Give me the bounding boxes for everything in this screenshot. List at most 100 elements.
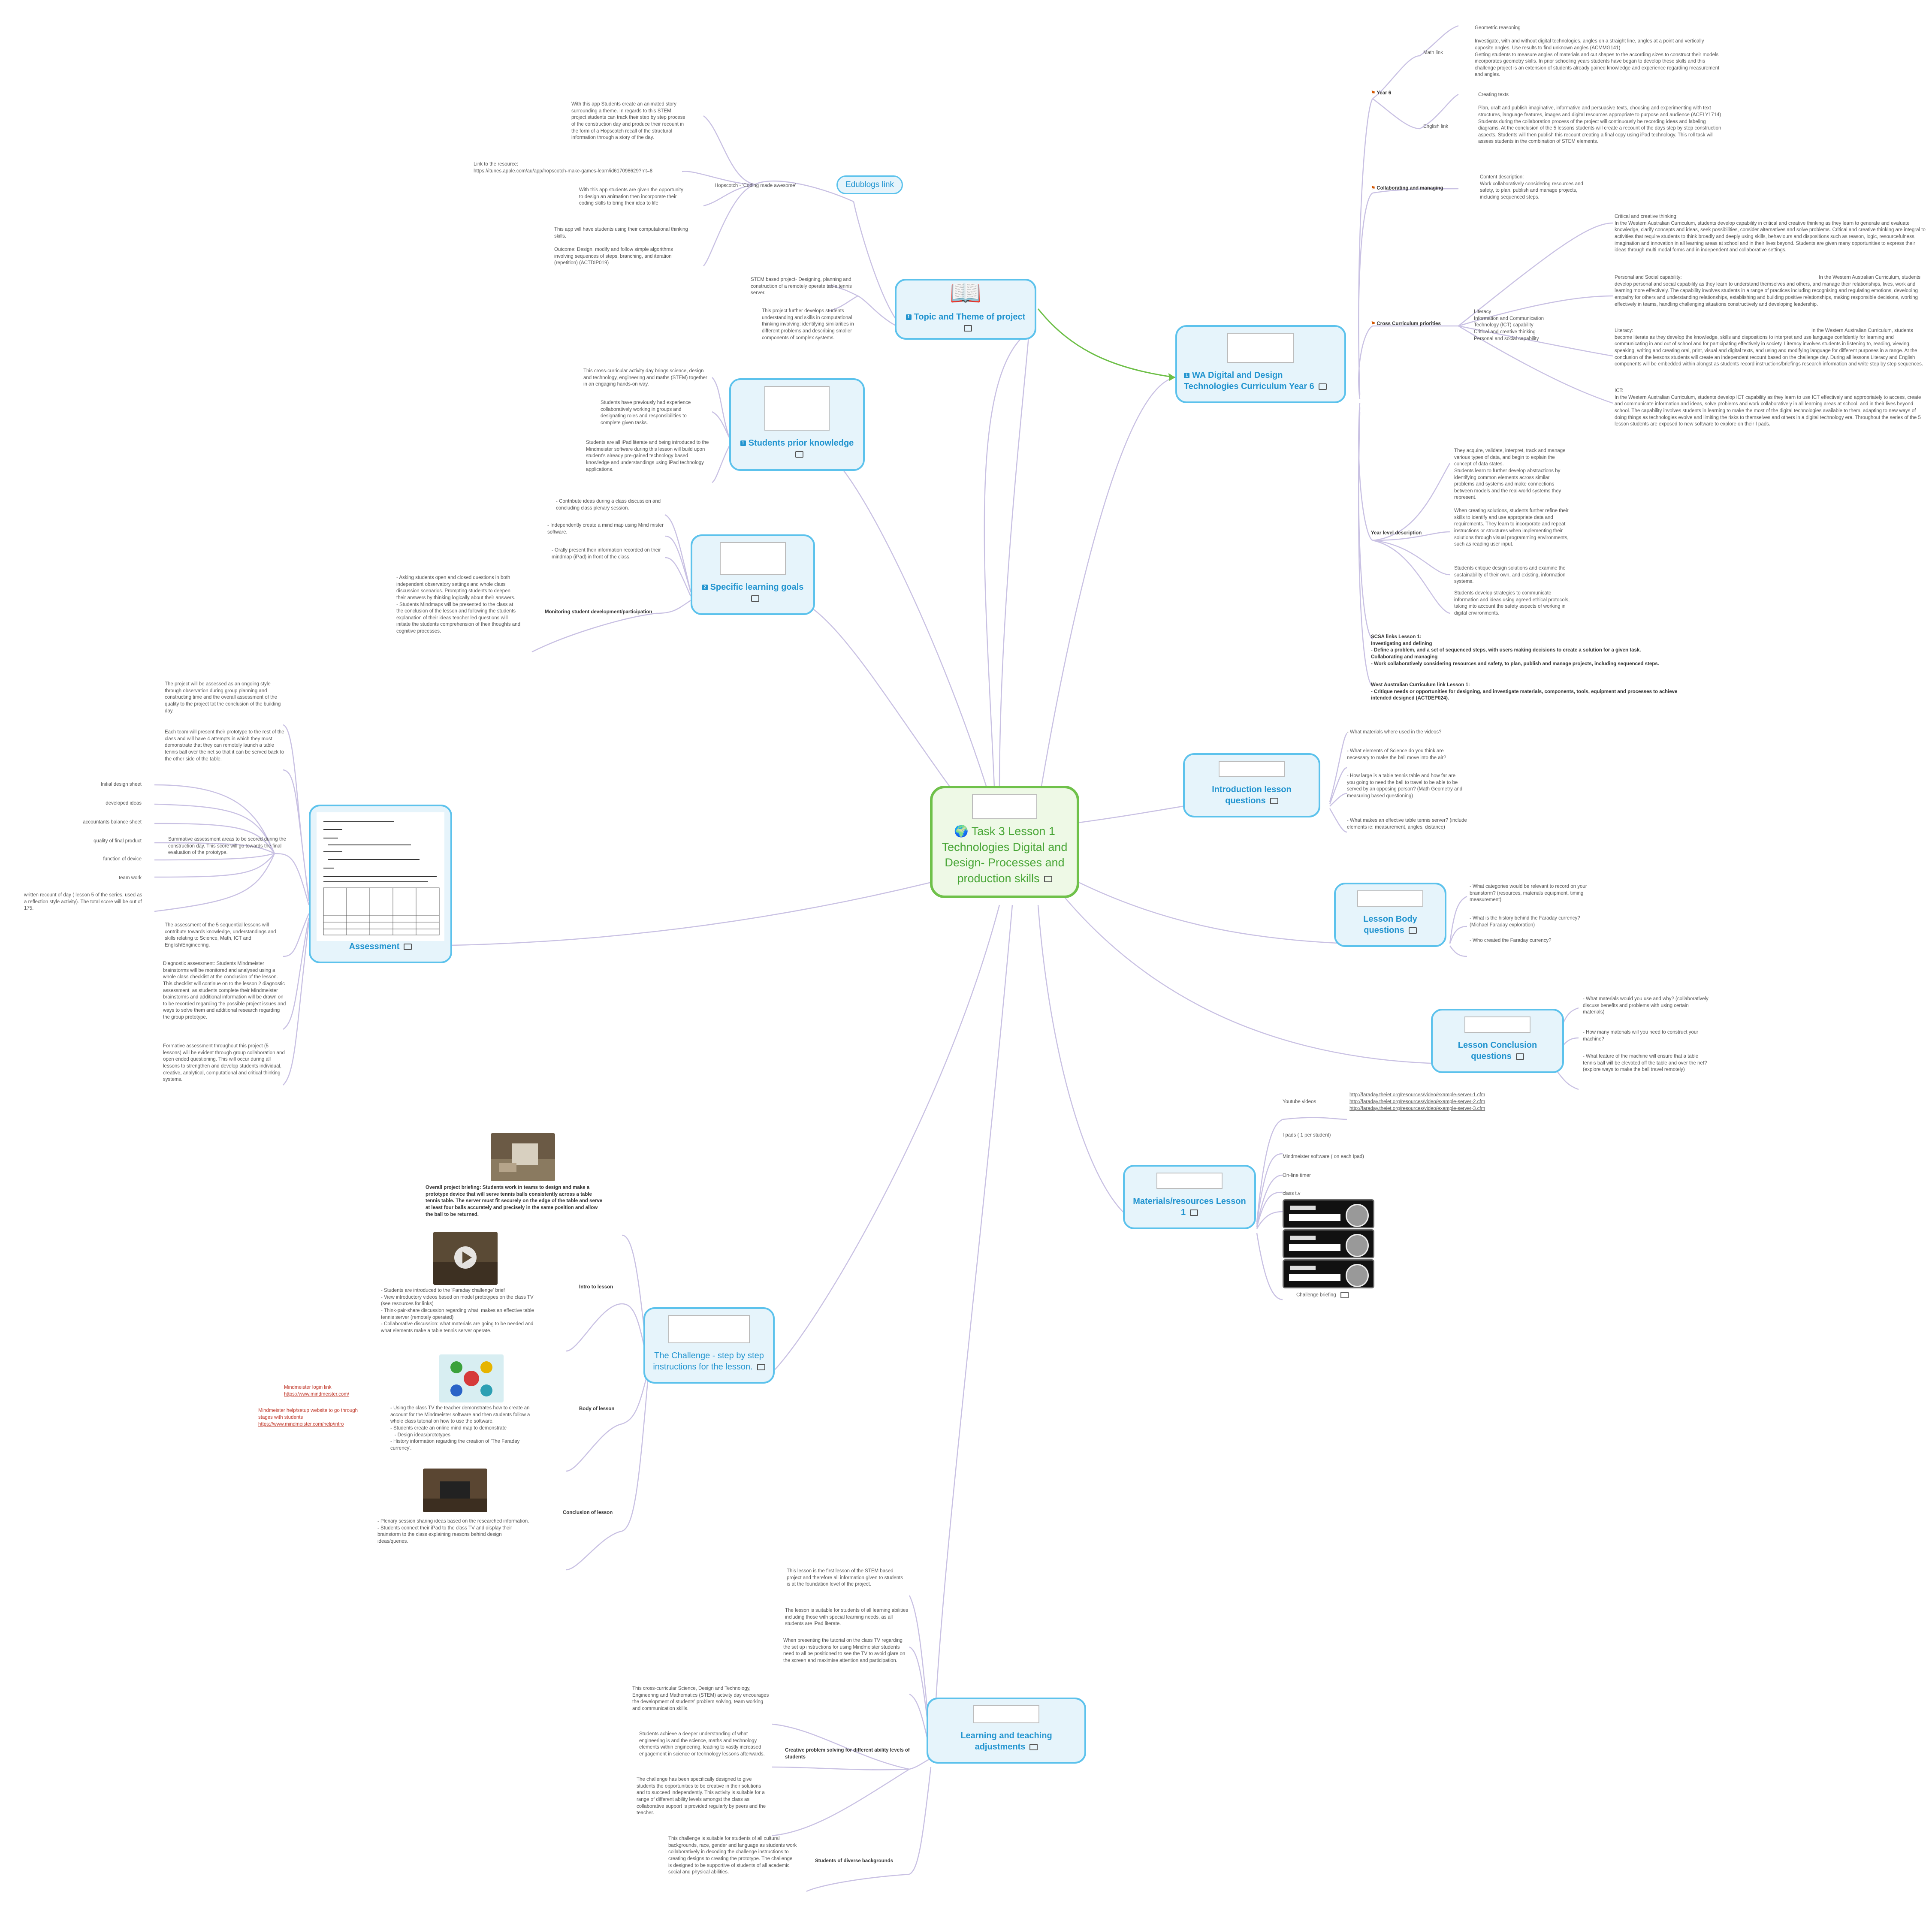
assessment-teams: Each team will present their prototype t… (165, 730, 286, 762)
assessment-item-3: quality of final product (94, 838, 142, 844)
intro-questions-node[interactable]: Introduction lesson questions (1183, 753, 1320, 817)
link-conclusion-q (1063, 896, 1442, 1065)
materials-title: Materials/resources Lesson 1 (1133, 1197, 1246, 1217)
root-title: Task 3 Lesson 1 Technologies Digital and… (942, 825, 1068, 885)
diverse-label: Students of diverse backgrounds (815, 1858, 894, 1864)
assessment-diagnostic: Diagnostic assessment: Students Mindmeis… (163, 961, 287, 1020)
app-computational: This app will have students using their … (554, 227, 688, 266)
yld-3: Students critique design solutions and e… (1454, 566, 1567, 585)
math-link-label: Math link (1423, 50, 1443, 55)
link-challenge (772, 905, 1000, 1373)
conclusion-questions-node[interactable]: Lesson Conclusion questions (1431, 1009, 1564, 1073)
adjustments-image (973, 1705, 1039, 1723)
assessment-summative: Summative assessment areas to be scored … (168, 837, 288, 856)
adjustments-node[interactable]: Learning and teaching adjustments (927, 1698, 1086, 1764)
monitor-label: Monitoring student development/participa… (545, 609, 652, 615)
arrow-head (1168, 373, 1175, 381)
conclusion-lesson-label: Conclusion of lesson (563, 1510, 613, 1515)
challenge-banner-1 (1283, 1199, 1374, 1228)
creative-3: The challenge has been specifically desi… (637, 1777, 767, 1816)
root-node[interactable]: 🌍 Task 3 Lesson 1 Technologies Digital a… (930, 786, 1079, 898)
collab-label: ⚑Collaborating and managing (1371, 185, 1465, 192)
link-adjustments (934, 905, 1013, 1716)
goals-title: Specific learning goals (710, 582, 804, 592)
mindmeister-login-link[interactable]: https://www.mindmeister.com/ (284, 1392, 350, 1397)
assessment-written: written recount of day ( lesson 5 of the… (24, 893, 144, 911)
intro-image (1219, 761, 1285, 777)
conclusion-q3: - What feature of the machine will ensur… (1583, 1054, 1709, 1073)
intro-q2: - What elements of Science do you think … (1347, 748, 1446, 760)
materials-node[interactable]: Materials/resources Lesson 1 (1123, 1165, 1256, 1229)
note-icon (757, 1364, 765, 1371)
adjust-first: This lesson is the first lesson of the S… (787, 1568, 905, 1587)
note-icon (795, 451, 803, 458)
resource-link-label: Link to the resource: (474, 162, 519, 167)
challenge-briefing-label: Challenge briefing (1296, 1292, 1356, 1299)
flag-icon: ⚑ (1371, 186, 1376, 191)
hopscotch-desc: With this app Students create an animate… (571, 102, 687, 141)
assessment-item-1: developed ideas (106, 801, 142, 806)
note-icon (1318, 383, 1327, 390)
yld-1: They acquire, validate, interpret, track… (1454, 448, 1566, 501)
conclusion-lesson-text: - Plenary session sharing ideas based on… (377, 1519, 529, 1544)
note-icon (1408, 927, 1417, 934)
link-materials (1037, 905, 1137, 1223)
globe-icon: 🌍 (954, 825, 969, 838)
body-q1: - What categories would be relevant to r… (1470, 884, 1588, 903)
topic-further: This project further develops students u… (762, 308, 855, 341)
conclusion-q2: - How many materials will you need to co… (1583, 1030, 1700, 1042)
materials-image (1156, 1173, 1223, 1189)
conclusion-q1: - What materials would you use and why? … (1583, 996, 1710, 1015)
assessment-item-0: Initial design sheet (100, 782, 142, 787)
video-photo (433, 1232, 498, 1285)
prior-collab: Students have previously had experience … (601, 400, 692, 425)
collab-desc: Content description: Work collaborativel… (1480, 175, 1583, 200)
assessment-sheet-image (317, 812, 444, 941)
assessment-item-2: accountants balance sheet (83, 820, 142, 825)
challenge-node[interactable]: The Challenge - step by step instruction… (643, 1307, 775, 1384)
flag-icon: ⚑ (1371, 321, 1376, 326)
note-icon (1044, 875, 1052, 882)
note-icon (1515, 1053, 1524, 1060)
app-opportunity: With this app students are given the opp… (579, 187, 685, 206)
number-icon: 1 (740, 440, 746, 446)
youtube-link-1[interactable]: http://faraday.theiet.org/resources/vide… (1349, 1092, 1485, 1098)
yld-4: Students develop strategies to communica… (1454, 591, 1571, 616)
challenge-banner-2 (1283, 1229, 1374, 1258)
edublogs-node[interactable]: Edublogs link (836, 175, 903, 194)
body-questions-node[interactable]: Lesson Body questions (1334, 883, 1446, 947)
online-timer: On-line timer (1283, 1173, 1311, 1178)
prior-ipad: Students are all iPad literate and being… (586, 440, 710, 472)
assessment-formative: Formative assessment throughout this pro… (163, 1043, 287, 1083)
mindmeister-software: Mindmeister software ( on each Ipad) (1283, 1154, 1364, 1159)
goal-2: - Independently create a mind map using … (547, 523, 665, 535)
number-icon: 1 (906, 314, 912, 320)
class-tv: class t.v (1283, 1191, 1301, 1196)
scsa-links: SCSA links Lesson 1: Investigating and d… (1371, 634, 1659, 666)
adjust-presenting: When presenting the tutorial on the clas… (783, 1638, 907, 1663)
mindmeister-help-link[interactable]: https://www.mindmeister.com/help/intro (258, 1422, 344, 1427)
youtube-link-3[interactable]: http://faraday.theiet.org/resources/vide… (1349, 1106, 1485, 1111)
collab-text: Collaborating and managing (1377, 186, 1443, 191)
youtube-link-2[interactable]: http://faraday.theiet.org/resources/vide… (1349, 1099, 1485, 1104)
adjust-suitable: The lesson is suitable for students of a… (785, 1608, 910, 1627)
goals-image (720, 542, 786, 575)
topic-stem: STEM based project- Designing, planning … (751, 277, 854, 296)
english-link-label: English link (1423, 124, 1449, 129)
challenge-briefing-text: Challenge briefing (1296, 1292, 1336, 1298)
cross-label: ⚑Cross Curriculum priorities (1371, 321, 1465, 328)
year6-label: ⚑Year 6 (1371, 90, 1414, 97)
yld-2: When creating solutions, students furthe… (1454, 508, 1570, 547)
prior-image (764, 386, 830, 431)
link-topic-wa (1037, 308, 1176, 378)
youtube-label: Youtube videos (1283, 1099, 1316, 1104)
assessment-node[interactable]: Assessment (309, 805, 452, 963)
body-q3: - Who created the Faraday currency? (1470, 938, 1552, 943)
hopscotch-link[interactable]: https://itunes.apple.com/au/app/hopscotc… (474, 169, 653, 174)
body-q2: - What is the history behind the Faraday… (1470, 916, 1582, 928)
link-topic (999, 326, 1030, 790)
